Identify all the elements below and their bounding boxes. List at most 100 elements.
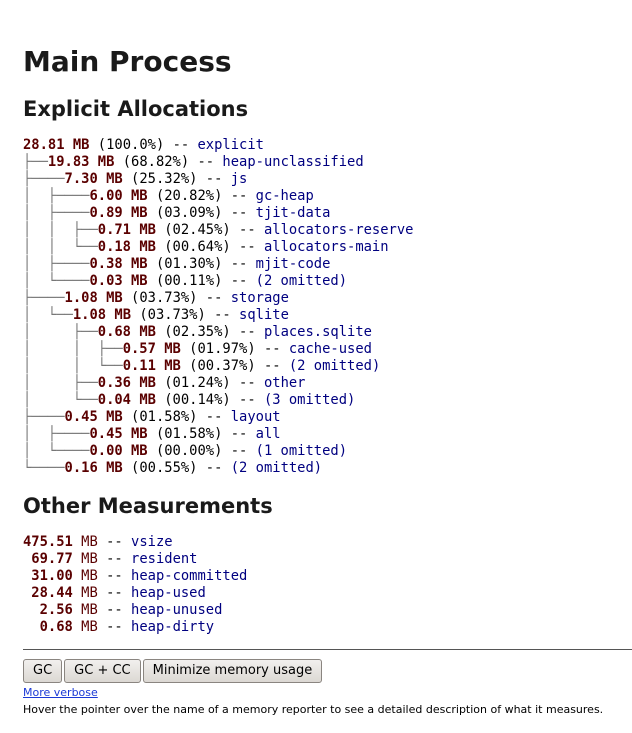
tree-row: │ │ ├──0.71 MB (02.45%) -- allocators-re… xyxy=(23,222,413,239)
reporter-name[interactable]: (2 omitted) xyxy=(230,460,323,476)
tree-guide: │ │ └── xyxy=(23,239,98,255)
separator: -- xyxy=(239,392,256,408)
reporter-percent: (25.32%) xyxy=(131,171,198,187)
reporter-size: 0.68 xyxy=(97,324,131,340)
measurement-row: 475.51 MB -- vsize xyxy=(23,534,247,551)
reporter-size: 0.03 xyxy=(89,273,123,289)
reporter-name[interactable]: allocators-reserve xyxy=(263,222,414,238)
reporter-percent: (00.00%) xyxy=(155,443,223,459)
separator: -- xyxy=(239,239,256,255)
reporter-name[interactable]: places.sqlite xyxy=(263,324,372,340)
size-unit: MB xyxy=(81,568,98,584)
separator: -- xyxy=(230,426,248,442)
tree-guide: │ ├── xyxy=(23,324,98,340)
separator: -- xyxy=(205,171,223,187)
size-unit: MB xyxy=(131,443,148,459)
reporter-size: 6.00 xyxy=(89,188,123,204)
size-unit: MB xyxy=(139,222,156,238)
reporter-name[interactable]: js xyxy=(230,171,248,187)
reporter-name[interactable]: (3 omitted) xyxy=(263,392,356,408)
reporter-name[interactable]: (2 omitted) xyxy=(288,358,381,374)
separator: -- xyxy=(106,534,123,550)
tree-row: │ └────0.00 MB (00.00%) -- (1 omitted) xyxy=(23,443,413,460)
reporter-name[interactable]: sqlite xyxy=(239,307,289,323)
measurement-name[interactable]: heap-dirty xyxy=(131,619,215,635)
gc-cc-button[interactable]: GC + CC xyxy=(64,659,141,683)
tree-row: │ ├──0.68 MB (02.35%) -- places.sqlite xyxy=(23,324,413,341)
tree-row: │ ├────0.45 MB (01.58%) -- all xyxy=(23,426,413,443)
reporter-percent: (01.30%) xyxy=(155,256,223,272)
size-unit: MB xyxy=(106,290,123,306)
reporter-name[interactable]: all xyxy=(255,426,281,442)
reporter-size: 0.57 xyxy=(122,341,156,357)
measurement-name[interactable]: heap-used xyxy=(131,585,206,601)
measurement-name[interactable]: vsize xyxy=(131,534,173,550)
reporter-name[interactable]: mjit-code xyxy=(255,256,331,272)
tree-row: ├──19.83 MB (68.82%) -- heap-unclassifie… xyxy=(23,154,413,171)
separator: -- xyxy=(230,205,248,221)
size-unit: MB xyxy=(139,239,156,255)
more-verbose-link[interactable]: More verbose xyxy=(23,686,98,699)
tree-row: │ └──0.04 MB (00.14%) -- (3 omitted) xyxy=(23,392,413,409)
reporter-percent: (01.58%) xyxy=(131,409,198,425)
gc-button[interactable]: GC xyxy=(23,659,63,683)
reporter-name[interactable]: gc-heap xyxy=(255,188,314,204)
reporter-percent: (00.14%) xyxy=(164,392,231,408)
other-measurements-heading: Other Measurements xyxy=(23,494,273,518)
reporter-percent: (02.45%) xyxy=(164,222,231,238)
reporter-size: 0.89 xyxy=(89,205,123,221)
reporter-percent: (00.55%) xyxy=(131,460,198,476)
size-unit: MB xyxy=(139,324,156,340)
explicit-allocations-heading: Explicit Allocations xyxy=(23,97,249,121)
minimize-memory-button[interactable]: Minimize memory usage xyxy=(142,659,323,683)
size-unit: MB xyxy=(81,551,98,567)
reporter-name[interactable]: heap-unclassified xyxy=(222,154,364,170)
measurement-row: 2.56 MB -- heap-unused xyxy=(23,602,247,619)
tree-row: │ │ └──0.18 MB (00.64%) -- allocators-ma… xyxy=(23,239,413,256)
reporter-size: 0.18 xyxy=(97,239,131,255)
reporter-name[interactable]: (1 omitted) xyxy=(255,443,348,459)
reporter-name[interactable]: explicit xyxy=(197,137,264,153)
reporter-name[interactable]: storage xyxy=(230,290,289,306)
reporter-name[interactable]: (2 omitted) xyxy=(255,273,348,289)
tree-row: 28.81 MB (100.0%) -- explicit xyxy=(23,137,413,154)
size-unit: MB xyxy=(106,171,123,187)
reporter-percent: (100.0%) xyxy=(97,137,165,153)
tree-guide: └──── xyxy=(23,460,65,476)
tree-guide: ├── xyxy=(23,154,48,170)
separator: -- xyxy=(230,188,248,204)
reporter-size: 28.81 xyxy=(23,137,65,153)
size-unit: MB xyxy=(81,585,98,601)
separator: -- xyxy=(205,409,223,425)
reporter-percent: (01.97%) xyxy=(189,341,256,357)
reporter-name[interactable]: other xyxy=(263,375,306,391)
explicit-allocations-tree: 28.81 MB (100.0%) -- explicit├──19.83 MB… xyxy=(23,137,413,477)
measurement-name[interactable]: resident xyxy=(131,551,198,567)
measurement-row: 69.77 MB -- resident xyxy=(23,551,247,568)
size-unit: MB xyxy=(131,273,148,289)
separator: -- xyxy=(239,324,256,340)
separator: -- xyxy=(230,443,248,459)
reporter-name[interactable]: cache-used xyxy=(288,341,372,357)
reporter-size: 0.11 xyxy=(122,358,156,374)
reporter-name[interactable]: layout xyxy=(230,409,281,425)
tree-row: │ ├────6.00 MB (20.82%) -- gc-heap xyxy=(23,188,413,205)
measurement-name[interactable]: heap-committed xyxy=(131,568,248,584)
reporter-percent: (03.09%) xyxy=(155,205,223,221)
reporter-name[interactable]: allocators-main xyxy=(263,239,389,255)
size-unit: MB xyxy=(131,205,148,221)
tree-row: │ │ ├──0.57 MB (01.97%) -- cache-used xyxy=(23,341,413,358)
reporter-percent: (00.37%) xyxy=(189,358,256,374)
measurement-size: 2.56 xyxy=(23,602,73,618)
measurement-name[interactable]: heap-unused xyxy=(131,602,223,618)
separator: -- xyxy=(106,585,123,601)
tree-row: ├────7.30 MB (25.32%) -- js xyxy=(23,171,413,188)
tree-guide: │ └── xyxy=(23,307,73,323)
size-unit: MB xyxy=(114,307,132,323)
reporter-percent: (68.82%) xyxy=(122,154,190,170)
reporter-name[interactable]: tjit-data xyxy=(255,205,331,221)
reporter-size: 0.04 xyxy=(97,392,131,408)
tree-guide: │ ├── xyxy=(23,375,98,391)
measurement-size: 28.44 xyxy=(23,585,73,601)
measurement-row: 0.68 MB -- heap-dirty xyxy=(23,619,247,636)
